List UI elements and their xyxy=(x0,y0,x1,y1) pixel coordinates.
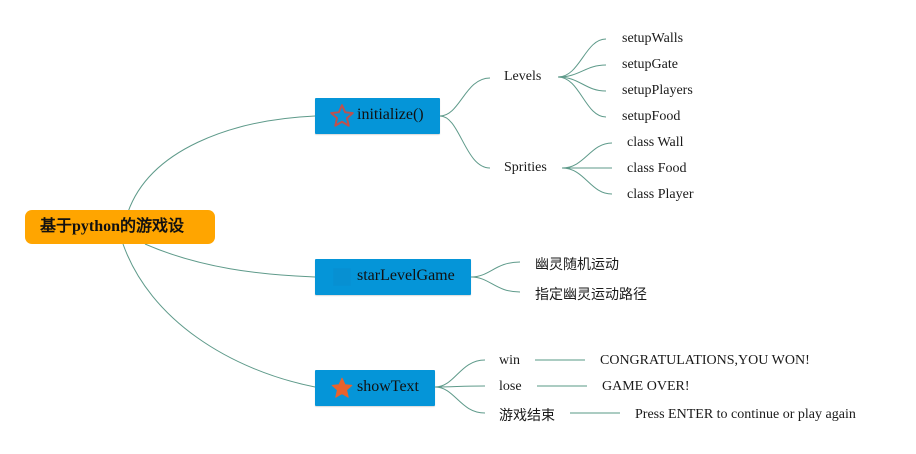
link-levels-setupfood xyxy=(557,76,607,118)
topic-setupfood[interactable]: setupFood xyxy=(622,109,681,124)
topic-game-end-value[interactable]: Press ENTER to continue or play again xyxy=(635,407,856,422)
branch-showtext-label: showText xyxy=(357,378,419,396)
topic-setupwalls[interactable]: setupWalls xyxy=(622,31,684,46)
star-outline-icon xyxy=(329,103,355,129)
link-root-starlevelgame xyxy=(144,243,316,278)
root-topic[interactable]: 基于python的游戏设 xyxy=(25,210,215,244)
topic-levels[interactable]: Levels xyxy=(504,69,542,84)
placeholder-icon xyxy=(329,264,355,290)
topic-lose-value[interactable]: GAME OVER! xyxy=(602,379,690,394)
star-filled-icon xyxy=(329,375,355,401)
branch-initialize-label: initialize() xyxy=(357,106,424,124)
topic-lose[interactable]: lose xyxy=(499,379,522,394)
link-levels-setupwalls xyxy=(557,38,607,78)
branch-starlevelgame-label: starLevelGame xyxy=(357,267,455,285)
link-showtext-win xyxy=(434,359,486,388)
branch-showtext[interactable]: showText xyxy=(315,370,435,406)
topic-win[interactable]: win xyxy=(499,353,520,368)
link-sprities-classplayer xyxy=(561,167,613,195)
topic-class-player[interactable]: class Player xyxy=(627,187,694,202)
link-sprities-classwall xyxy=(561,142,613,169)
topic-win-value[interactable]: CONGRATULATIONS,YOU WON! xyxy=(600,353,810,368)
branch-starlevelgame[interactable]: starLevelGame xyxy=(315,259,471,295)
topic-setupgate[interactable]: setupGate xyxy=(622,57,678,72)
link-initialize-sprities xyxy=(439,115,491,169)
link-root-initialize xyxy=(127,115,316,213)
branch-initialize[interactable]: initialize() xyxy=(315,98,440,134)
link-root-showtext xyxy=(122,243,316,388)
topic-ghost-random-move[interactable]: 幽灵随机运动 xyxy=(535,257,619,273)
topic-sprities[interactable]: Sprities xyxy=(504,160,547,175)
topic-class-food[interactable]: class Food xyxy=(627,161,687,176)
topic-setupplayers[interactable]: setupPlayers xyxy=(622,83,693,98)
link-showtext-lose xyxy=(434,385,486,388)
link-starlevelgame-child2 xyxy=(470,276,521,293)
topic-ghost-path[interactable]: 指定幽灵运动路径 xyxy=(535,287,647,303)
link-initialize-levels xyxy=(439,77,491,117)
root-topic-label: 基于python的游戏设 xyxy=(40,218,185,235)
link-starlevelgame-child1 xyxy=(470,261,521,278)
topic-game-end[interactable]: 游戏结束 xyxy=(499,408,555,424)
link-levels-setupgate xyxy=(557,64,607,78)
topic-class-wall[interactable]: class Wall xyxy=(627,135,684,150)
link-showtext-end xyxy=(434,386,486,414)
